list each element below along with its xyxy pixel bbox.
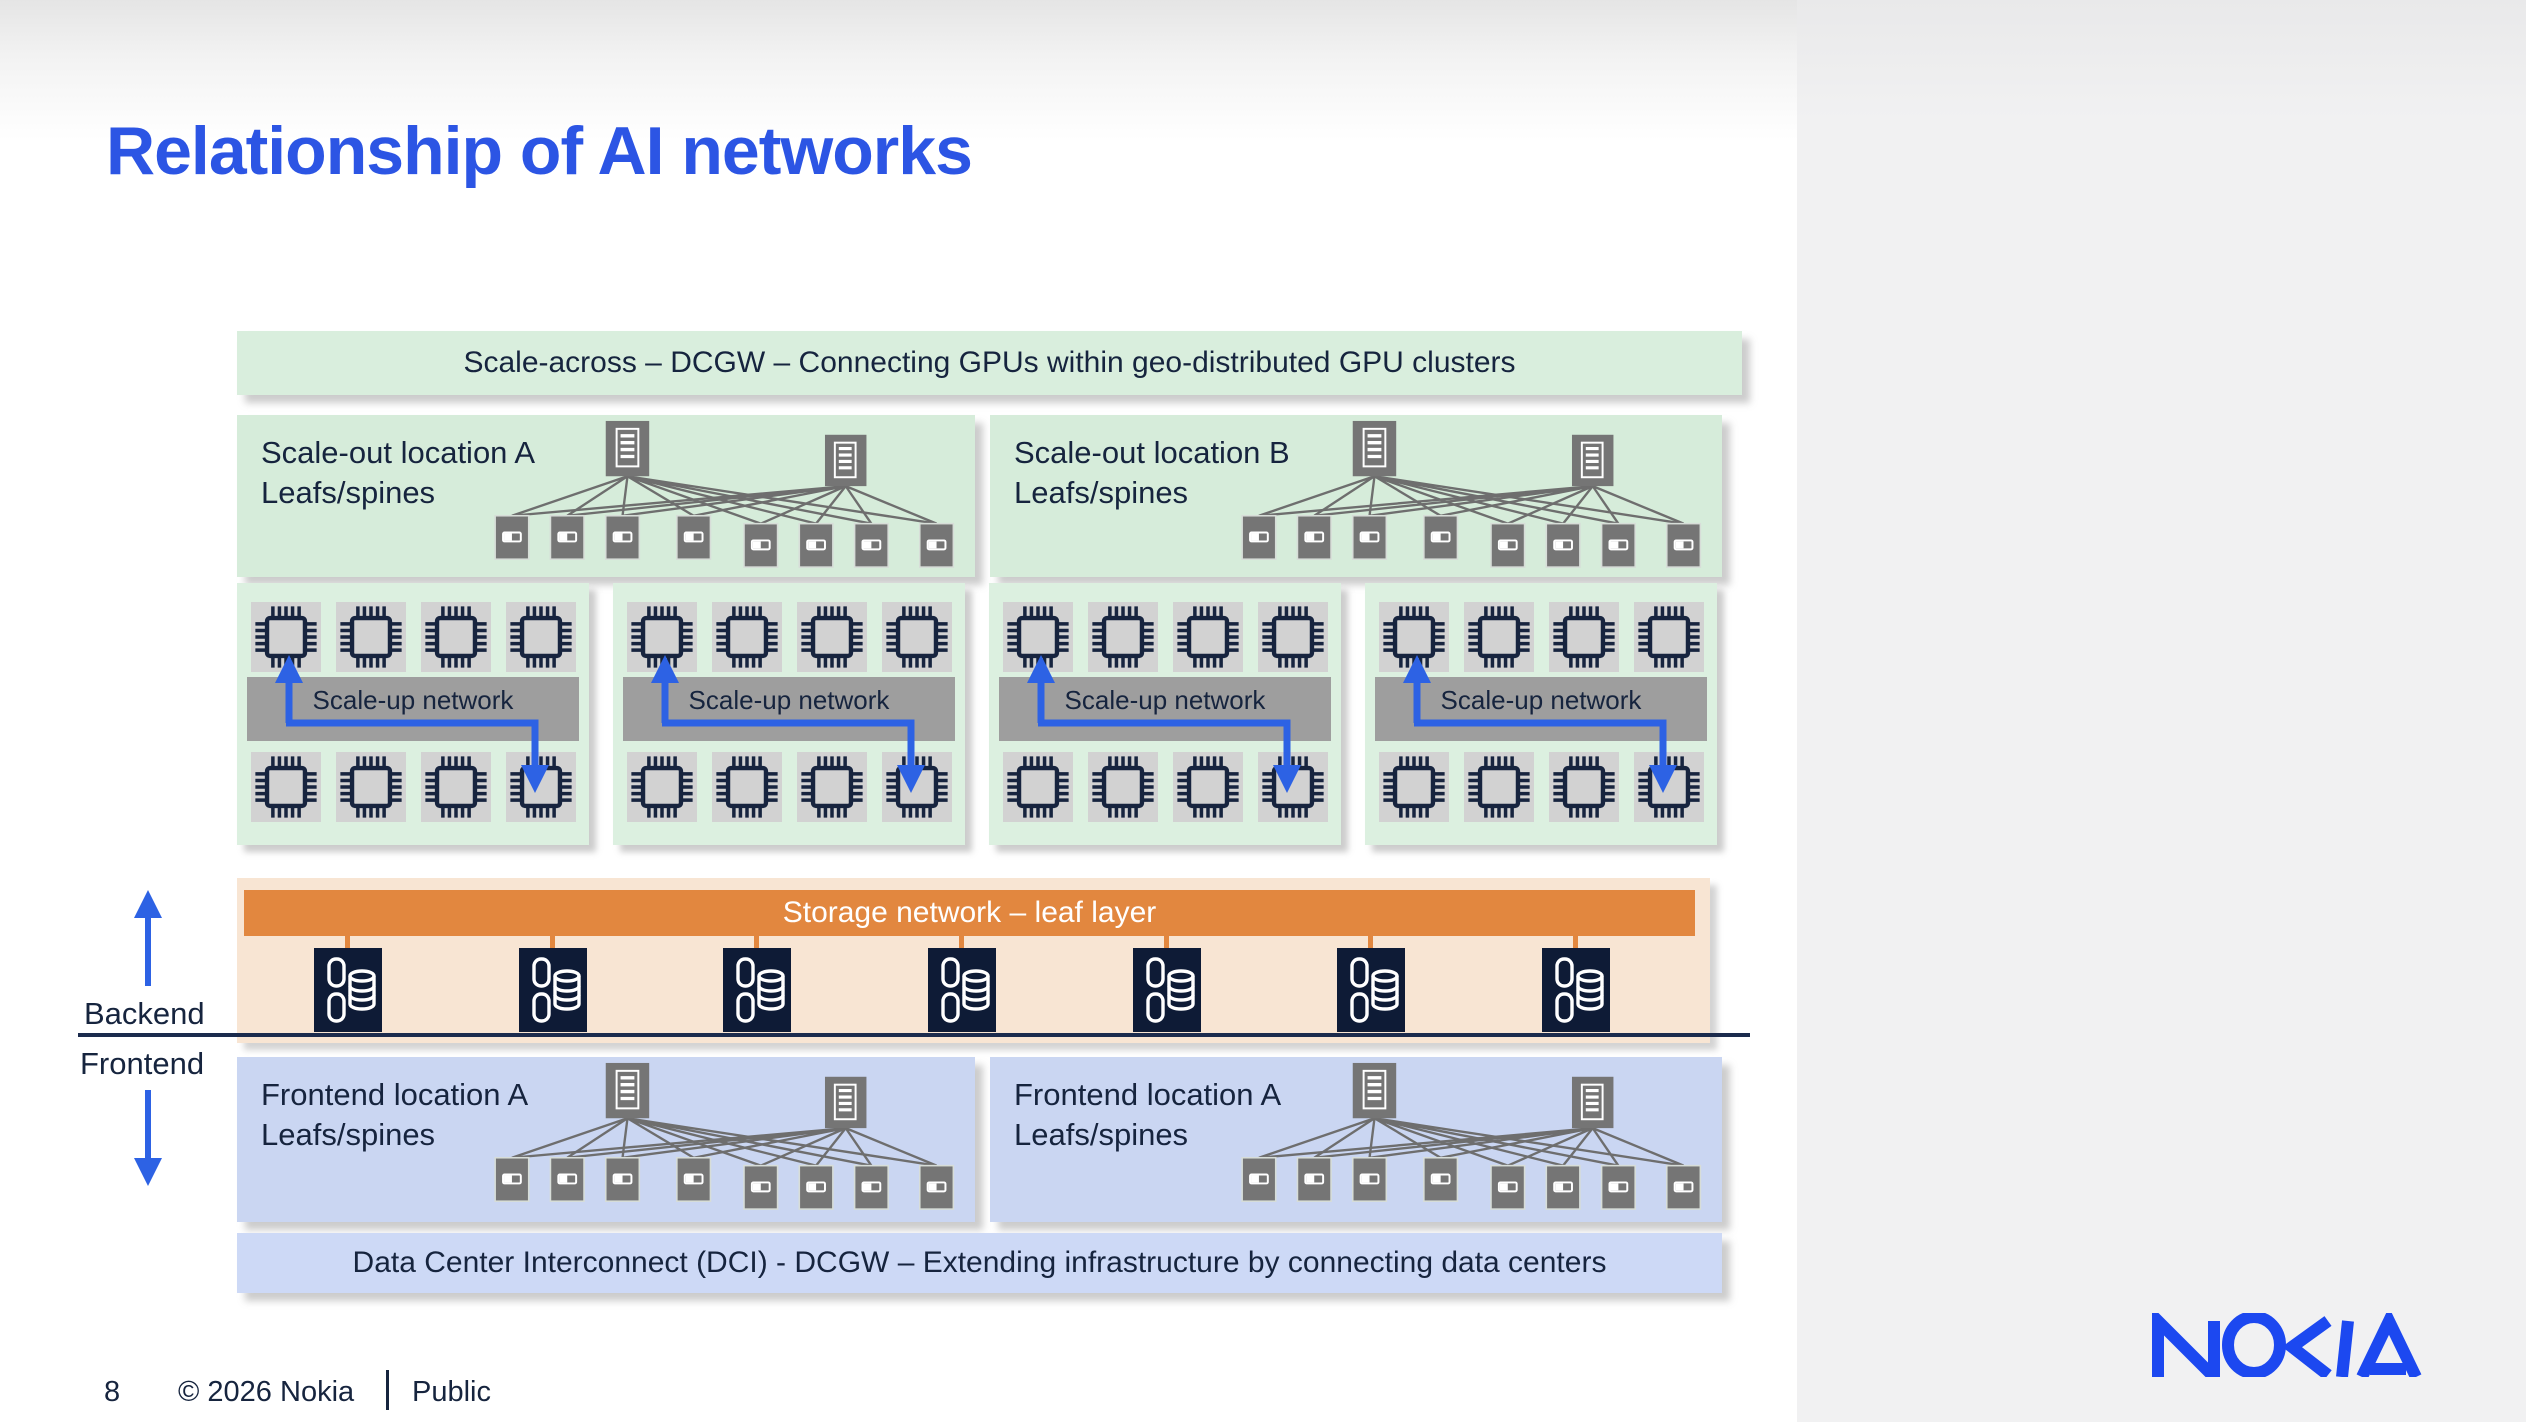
storage-node-icon — [723, 948, 791, 1032]
frontend-box-a: Frontend location A Leafs/spines — [237, 1057, 975, 1222]
page-title: Relationship of AI networks — [106, 113, 973, 189]
storage-link-line — [1164, 936, 1169, 948]
gpu-chip-icon — [1003, 752, 1073, 822]
gpu-chip-icon — [627, 602, 697, 672]
gpu-chip-icon — [251, 752, 321, 822]
scale-up-band: Scale-up network — [247, 677, 579, 741]
scale-up-block: Scale-up network — [1365, 583, 1717, 845]
scale-up-block: Scale-up network — [237, 583, 589, 845]
gpu-chip-icon — [1464, 752, 1534, 822]
gpu-chip-icon — [336, 602, 406, 672]
footer-page-number: 8 — [104, 1376, 121, 1408]
gpu-chip-row — [251, 602, 576, 672]
gpu-chip-icon — [712, 602, 782, 672]
gpu-chip-icon — [506, 602, 576, 672]
gpu-chip-icon — [627, 752, 697, 822]
gpu-chip-icon — [797, 602, 867, 672]
leaf-spine-diagram — [1189, 417, 1714, 575]
frontend-label: Frontend — [80, 1046, 205, 1081]
gpu-chip-icon — [1634, 602, 1704, 672]
frontend-arrow-icon — [126, 1088, 170, 1188]
scale-out-box-a: Scale-out location A Leafs/spines — [237, 415, 975, 577]
scale-up-band: Scale-up network — [999, 677, 1331, 741]
gpu-chip-icon — [1379, 602, 1449, 672]
gpu-chip-icon — [1379, 752, 1449, 822]
slide-area: Relationship of AI networks Scale-across… — [0, 0, 1797, 1422]
nokia-logo-icon — [2152, 1313, 2422, 1377]
storage-node-icon — [1542, 948, 1610, 1032]
gpu-chip-row — [627, 602, 952, 672]
storage-node-icon — [1337, 948, 1405, 1032]
scale-out-b-label: Scale-out location B Leafs/spines — [1014, 435, 1290, 510]
gpu-chip-row — [1003, 602, 1328, 672]
sidebar: Backend “scale-up” networks - the fastes… — [1797, 0, 2526, 1422]
dci-banner: Data Center Interconnect (DCI) - DCGW – … — [237, 1233, 1722, 1293]
footer-copyright: © 2026 Nokia — [178, 1376, 355, 1408]
gpu-chip-icon — [1088, 752, 1158, 822]
storage-link-line — [345, 936, 350, 948]
gpu-chip-icon — [251, 602, 321, 672]
gpu-chip-icon — [506, 752, 576, 822]
storage-node-icon — [314, 948, 382, 1032]
leaf-spine-diagram — [442, 1059, 967, 1217]
gpu-chip-icon — [1464, 602, 1534, 672]
gpu-chip-icon — [1549, 752, 1619, 822]
leaf-spine-diagram — [1189, 1059, 1714, 1217]
scale-out-box-b: Scale-out location B Leafs/spines — [990, 415, 1722, 577]
frontend-a-label: Frontend location A Leafs/spines — [261, 1077, 529, 1152]
storage-link-line — [754, 936, 759, 948]
storage-link-line — [1368, 936, 1373, 948]
scale-up-band: Scale-up network — [623, 677, 955, 741]
gpu-chip-icon — [1634, 752, 1704, 822]
gpu-chip-icon — [1173, 752, 1243, 822]
gpu-chip-row — [627, 752, 952, 822]
gpu-chip-icon — [421, 752, 491, 822]
gpu-chip-icon — [421, 602, 491, 672]
gpu-chip-row — [1003, 752, 1328, 822]
scale-out-a-label: Scale-out location A Leafs/spines — [261, 435, 536, 510]
storage-banner: Storage network – leaf layer — [244, 890, 1695, 936]
storage-node-icon — [519, 948, 587, 1032]
storage-node-icon — [1133, 948, 1201, 1032]
gpu-chip-icon — [882, 602, 952, 672]
gpu-chip-icon — [1549, 602, 1619, 672]
gpu-chip-icon — [712, 752, 782, 822]
scale-across-banner-text: Scale-across – DCGW – Connecting GPUs wi… — [463, 346, 1516, 379]
leaf-spine-diagram — [442, 417, 967, 575]
storage-node-icon — [928, 948, 996, 1032]
gpu-chip-icon — [797, 752, 867, 822]
frontend-box-b: Frontend location A Leafs/spines — [990, 1057, 1722, 1222]
gpu-chip-icon — [1258, 602, 1328, 672]
backend-arrow-icon — [126, 888, 170, 988]
gpu-chip-icon — [1088, 602, 1158, 672]
footer-divider — [386, 1370, 389, 1410]
backend-frontend-divider — [78, 1033, 1750, 1037]
backend-label: Backend — [84, 996, 205, 1031]
gpu-chip-icon — [1173, 602, 1243, 672]
gpu-chip-icon — [1258, 752, 1328, 822]
scale-up-band: Scale-up network — [1375, 677, 1707, 741]
scale-up-block: Scale-up network — [989, 583, 1341, 845]
gpu-chip-row — [251, 752, 576, 822]
frontend-b-label: Frontend location A Leafs/spines — [1014, 1077, 1282, 1152]
gpu-chip-row — [1379, 752, 1704, 822]
gpu-chip-icon — [1003, 602, 1073, 672]
gpu-chip-row — [1379, 602, 1704, 672]
footer-classification: Public — [412, 1376, 491, 1408]
scale-across-banner: Scale-across – DCGW – Connecting GPUs wi… — [237, 331, 1742, 395]
storage-layer: Storage network – leaf layer — [237, 878, 1710, 1043]
gpu-chip-icon — [882, 752, 952, 822]
storage-link-line — [1573, 936, 1578, 948]
scale-up-block: Scale-up network — [613, 583, 965, 845]
dci-banner-text: Data Center Interconnect (DCI) - DCGW – … — [352, 1246, 1607, 1279]
storage-link-line — [959, 936, 964, 948]
storage-link-line — [550, 936, 555, 948]
gpu-chip-icon — [336, 752, 406, 822]
